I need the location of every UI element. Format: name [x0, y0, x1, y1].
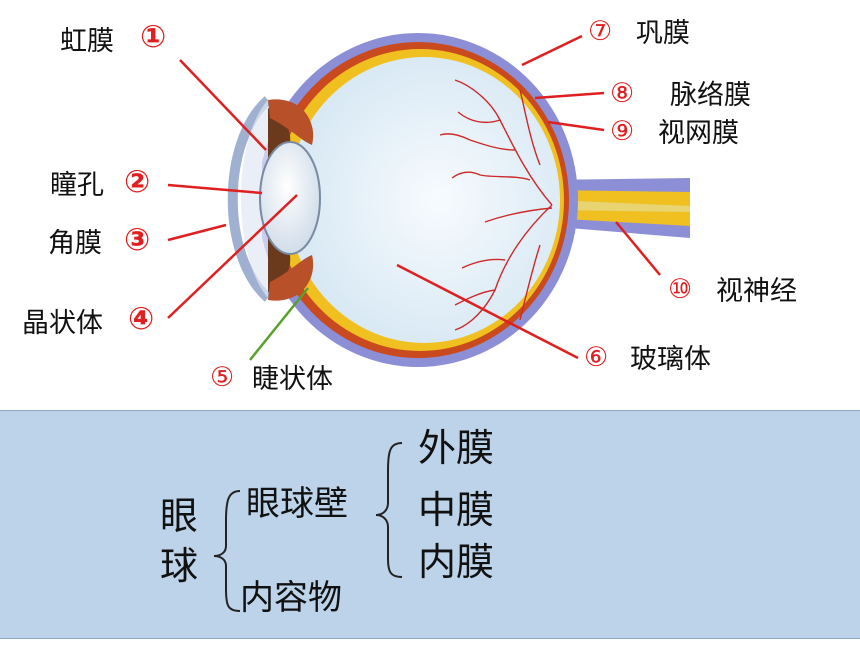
label-lens: 晶状体 [22, 308, 103, 339]
eyeball-char-1: 眼 [160, 494, 199, 538]
eyeball-wall-label: 眼球壁 [246, 484, 348, 524]
contents-label: 内容物 [240, 578, 342, 618]
brace-lines [213, 442, 403, 612]
number-2: ② [124, 164, 151, 200]
number-5: ⑤ [210, 362, 235, 393]
label-sclera: 巩膜 [636, 18, 690, 49]
eye-illustration [167, 33, 690, 367]
label-iris: 虹膜 [60, 26, 114, 57]
brace-eyeball [213, 490, 241, 612]
leader-pupil [167, 183, 263, 195]
vitreous-body [288, 57, 560, 343]
middle-membrane-label: 中膜 [418, 488, 495, 532]
number-3: ③ [124, 222, 151, 258]
label-optic-nerve: 视神经 [716, 276, 797, 307]
eyeball-char-2: 球 [160, 544, 199, 588]
label-ciliary: 睫状体 [252, 364, 333, 395]
leader-lines [167, 34, 661, 360]
optic-nerve [545, 178, 690, 238]
leader-retina [547, 120, 605, 132]
number-1: ① [140, 19, 167, 55]
label-choroid: 脉络膜 [670, 80, 751, 111]
number-8: ⑧ [610, 78, 635, 109]
leader-ciliary [249, 287, 309, 361]
number-7: ⑦ [588, 16, 613, 47]
label-vitreous: 玻璃体 [630, 344, 711, 375]
label-retina: 视网膜 [658, 118, 739, 149]
leader-choroid [534, 91, 605, 100]
label-pupil: 瞳孔 [50, 170, 104, 201]
brace-wall [375, 442, 403, 578]
number-4: ④ [128, 301, 155, 337]
cornea-shape [227, 96, 272, 302]
leader-cornea [167, 223, 227, 242]
number-10: ⑩ [668, 274, 693, 305]
leader-lens [167, 194, 298, 319]
inner-membrane-label: 内膜 [418, 540, 495, 584]
leader-iris [179, 59, 267, 151]
number-6: ⑥ [584, 342, 609, 373]
retinal-vessels [439, 79, 553, 331]
label-cornea: 角膜 [48, 228, 102, 259]
leader-sclera [521, 34, 583, 67]
outer-membrane-label: 外膜 [418, 426, 495, 470]
number-9: ⑨ [610, 116, 635, 147]
leader-vitreous [396, 263, 579, 360]
eye-diagram: 虹膜 ① 瞳孔 ② 角膜 ③ 晶状体 ④ ⑤ 睫状体 ⑥ 玻璃体 ⑦ 巩膜 ⑧ … [22, 16, 797, 395]
leader-optic-nerve [615, 221, 661, 276]
eyeball-structure-summary: 眼 球 眼球壁 内容物 外膜 中膜 内膜 [0, 410, 860, 639]
lens-shape [259, 141, 321, 255]
